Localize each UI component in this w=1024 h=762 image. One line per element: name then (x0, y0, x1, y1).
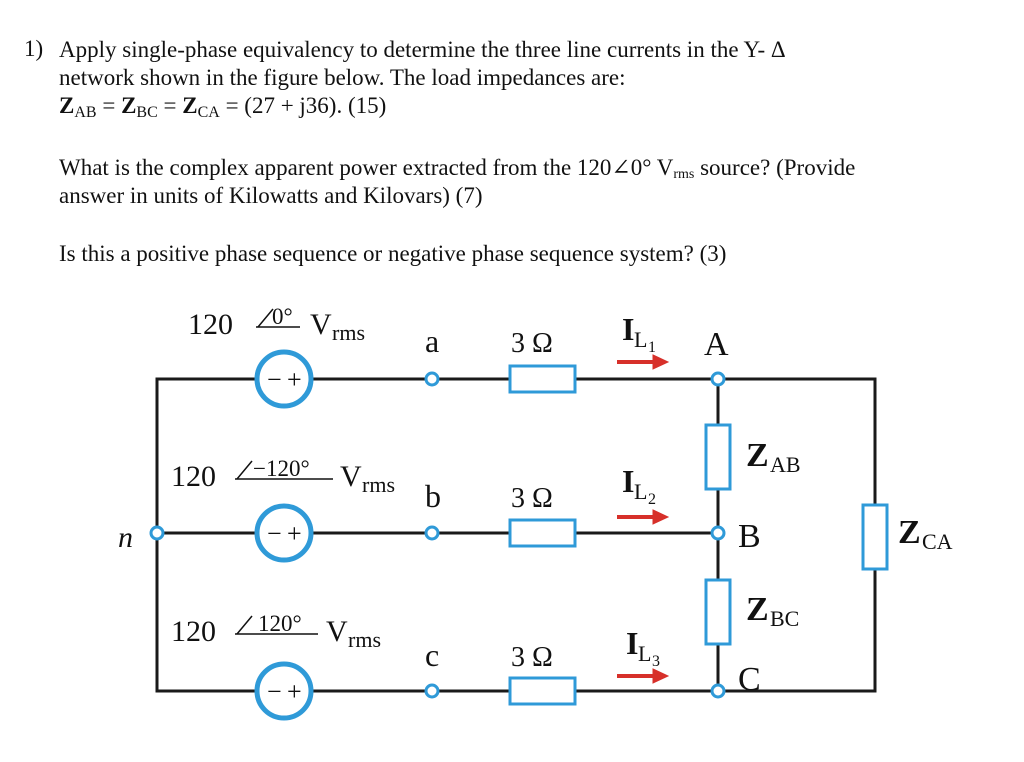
load-ab-impedance (704, 423, 732, 491)
node-B-label: B (738, 518, 761, 555)
source-a-unit: V (310, 308, 332, 341)
equals-sign: = (163, 93, 177, 118)
load-bc-label: Z BC (746, 591, 799, 631)
equals-sign: = (102, 93, 116, 118)
source-b-unit-sub: rms (362, 472, 395, 497)
impedance-value: = (27 + j36). (15) (225, 93, 387, 118)
source-a-plus: + (287, 365, 302, 394)
source-a-unit-sub: rms (332, 320, 365, 345)
load-ca-sub: CA (922, 529, 953, 554)
source-a-mag: 120 (188, 308, 233, 341)
z-bc-subscript: BC (136, 104, 158, 121)
source-b-unit: V (340, 460, 362, 493)
terminal-b (424, 525, 440, 541)
current-3-label: I L 3 (626, 625, 660, 670)
load-ab-sub: AB (770, 452, 801, 477)
current-arrow-3 (617, 668, 670, 684)
source-c-angle: 120° (258, 611, 302, 636)
line-b-resistor (508, 518, 577, 548)
source-b-plus: + (287, 519, 302, 548)
terminal-c (424, 683, 440, 699)
current-3-main: I (626, 625, 638, 661)
current-2-subsub: 2 (648, 491, 656, 508)
line-b-resistance-label: 3 Ω (511, 483, 553, 514)
node-c-label: c (425, 637, 439, 673)
load-ca-impedance (861, 503, 889, 571)
z-ca-symbol: Z (182, 93, 198, 118)
terminal-n (149, 525, 165, 541)
terminal-B (710, 525, 726, 541)
source-a-angle: 0° (272, 304, 293, 329)
source-a-circle (254, 349, 314, 409)
current-2-main: I (622, 463, 634, 499)
node-A-label: A (704, 326, 729, 363)
load-ca-label: Z CA (898, 514, 953, 554)
line-a-resistance-label: 3 Ω (511, 328, 553, 359)
source-c-unit: V (326, 615, 348, 648)
line-a-resistor (508, 364, 577, 394)
part2-text-a: What is the complex apparent power extra… (59, 155, 674, 180)
terminal-A (710, 371, 726, 387)
node-b-label: b (425, 478, 441, 514)
source-a-label: 120 0° V rms (188, 304, 365, 345)
part2-text-b: source? (Provide (694, 155, 856, 180)
source-b-angle: −120° (253, 456, 310, 481)
node-a-label: a (425, 323, 439, 359)
z-ca-subscript: CA (197, 104, 220, 121)
source-c-plus: + (287, 677, 302, 706)
load-bc-impedance (704, 578, 732, 646)
load-ab-label: Z AB (746, 437, 801, 477)
current-1-sub: L (634, 327, 647, 352)
z-ab-symbol: Z (59, 93, 75, 118)
line-c-resistance-label: 3 Ω (511, 642, 553, 673)
source-a: − + (254, 349, 314, 409)
load-bc-main: Z (746, 591, 769, 628)
load-bc-sub: BC (770, 606, 799, 631)
source-b-circle (254, 503, 314, 563)
source-b-label: 120 −120° V rms (171, 456, 395, 497)
source-b-mag: 120 (171, 460, 216, 493)
load-ab-main: Z (746, 437, 769, 474)
terminal-C (710, 683, 726, 699)
impedance-definition: ZAB = ZBC = ZCA = (27 + j36). (15) (59, 92, 386, 127)
current-2-label: I L 2 (622, 463, 656, 508)
source-c-unit-sub: rms (348, 627, 381, 652)
node-n-label: n (118, 521, 133, 554)
line-c-resistor (508, 676, 577, 706)
source-a-minus: − (267, 365, 282, 394)
question-part-2-line-2: answer in units of Kilowatts and Kilovar… (59, 183, 483, 208)
current-1-subsub: 1 (648, 339, 656, 356)
z-ab-subscript: AB (74, 104, 97, 121)
current-1-main: I (622, 311, 634, 347)
node-C-label: C (738, 661, 761, 698)
source-c-circle (254, 661, 314, 721)
current-arrow-2 (617, 509, 670, 525)
source-c-label: 120 120° V rms (171, 611, 381, 652)
part2-subscript: rms (673, 167, 695, 182)
current-1-label: I L 1 (622, 311, 656, 356)
question-line-1: Apply single-phase equivalency to determ… (59, 37, 786, 62)
load-ca-main: Z (898, 514, 921, 551)
question-part-2: What is the complex apparent power extra… (59, 154, 855, 189)
current-3-sub: L (638, 641, 651, 666)
source-c-minus: − (267, 677, 282, 706)
question-number: 1) (24, 36, 44, 61)
source-c-mag: 120 (171, 615, 216, 648)
current-3-subsub: 3 (652, 653, 660, 670)
z-bc-symbol: Z (121, 93, 137, 118)
source-b-minus: − (267, 519, 282, 548)
current-2-sub: L (634, 479, 647, 504)
question-part-3: Is this a positive phase sequence or neg… (59, 241, 727, 266)
source-b: − + (254, 503, 314, 563)
terminal-a (424, 371, 440, 387)
question-line-2: network shown in the figure below. The l… (59, 65, 626, 90)
current-arrow-1 (617, 354, 670, 370)
source-c: − + (254, 661, 314, 721)
